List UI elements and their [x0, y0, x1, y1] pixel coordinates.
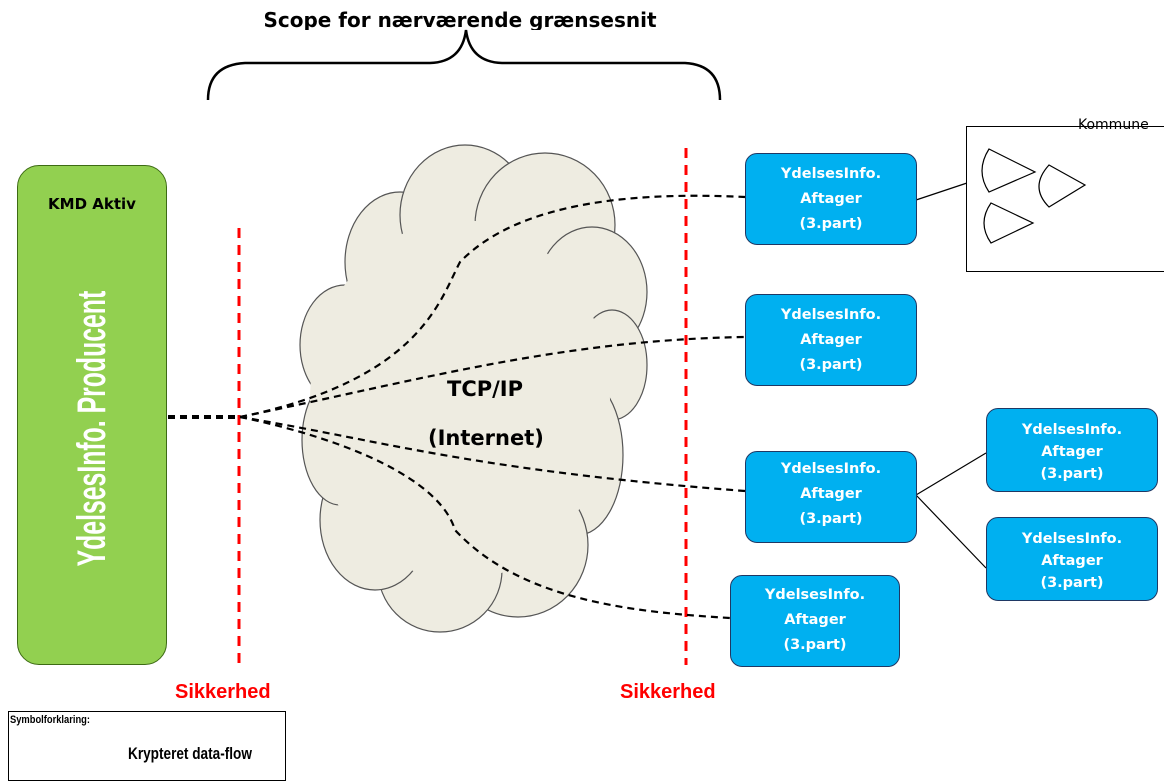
kommune-connector — [915, 182, 968, 201]
scope-title: Scope for nærværende grænsesnit — [263, 8, 657, 30]
legend-dashed-label: Krypteret data-flow — [128, 744, 252, 763]
consumer-line1: YdelsesInfo. — [780, 307, 882, 323]
consumer-line3: (3.part) — [783, 637, 847, 653]
kommune-box — [966, 126, 1164, 272]
flow-4 — [239, 415, 731, 620]
consumer-line3: (3.part) — [1040, 466, 1104, 482]
consumer-line2: Aftager — [1041, 553, 1103, 569]
consumer-line2: Aftager — [800, 191, 862, 207]
internet-cloud — [299, 144, 648, 633]
security-label-left: Sikkerhed — [175, 681, 271, 703]
sub-consumer-box-2: YdelsesInfo. Aftager (3.part) — [986, 517, 1158, 601]
consumer-line1: YdelsesInfo. — [1021, 531, 1123, 547]
consumer-line3: (3.part) — [799, 357, 863, 373]
consumer-line3: (3.part) — [799, 511, 863, 527]
kommune-symbols — [981, 148, 1087, 244]
consumer-line1: YdelsesInfo. — [780, 461, 882, 477]
network-sublabel: (Internet) — [428, 426, 544, 450]
consumer-line3: (3.part) — [1040, 575, 1104, 591]
consumer-line2: Aftager — [1041, 444, 1103, 460]
consumer-box-4: YdelsesInfo. Aftager (3.part) — [730, 575, 900, 667]
consumer-line2: Aftager — [800, 332, 862, 348]
producer-box — [17, 165, 167, 665]
consumer-box-3: YdelsesInfo. Aftager (3.part) — [745, 451, 917, 543]
sub-connector-top — [915, 452, 987, 496]
consumer-box-2: YdelsesInfo. Aftager (3.part) — [745, 294, 917, 386]
legend-title: Symbolforklaring: — [10, 714, 91, 726]
flow-3 — [239, 415, 746, 493]
flow-1 — [239, 194, 746, 419]
flow-2 — [239, 335, 746, 419]
network-label: TCP/IP — [447, 377, 524, 401]
consumer-box-1: YdelsesInfo. Aftager (3.part) — [745, 153, 917, 245]
sub-consumer-box-1: YdelsesInfo. Aftager (3.part) — [986, 408, 1158, 492]
consumer-line3: (3.part) — [799, 216, 863, 232]
kommune-symbol-1 — [981, 148, 1037, 193]
consumer-line1: YdelsesInfo. — [780, 166, 882, 182]
consumer-line1: YdelsesInfo. — [764, 587, 866, 603]
encrypted-flows — [168, 194, 746, 620]
scope-brace — [206, 29, 722, 101]
sub-connector-bottom — [915, 494, 987, 569]
kommune-symbol-3 — [983, 202, 1035, 244]
security-label-right: Sikkerhed — [620, 681, 716, 703]
consumer-line1: YdelsesInfo. — [1021, 422, 1123, 438]
consumer-line2: Aftager — [784, 612, 846, 628]
producer-system-label: KMD Aktiv — [48, 195, 136, 213]
consumer-line2: Aftager — [800, 486, 862, 502]
kommune-symbol-2 — [1038, 164, 1087, 208]
kommune-label: Kommune — [1078, 117, 1149, 133]
legend-box — [8, 711, 286, 781]
producer-label: YdelsesInfo. Producent — [70, 290, 114, 567]
